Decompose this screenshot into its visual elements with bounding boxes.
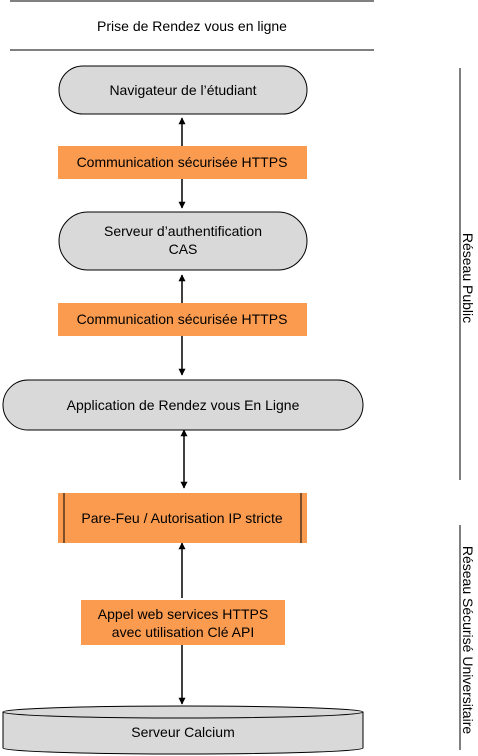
zone-public-label: Réseau Public: [460, 233, 476, 323]
node-firewall-label: Pare-Feu / Autorisation IP stricte: [81, 510, 282, 526]
label-https-1: Communication sécurisée HTTPS: [77, 154, 288, 170]
label-api-call-box: [81, 600, 285, 645]
zone-secure-label: Réseau Sécurisé Universitaire: [460, 546, 476, 735]
node-calcium-server-top: [2, 705, 364, 719]
label-api-call-1: Appel web services HTTPS: [98, 606, 268, 622]
node-cas-server-label-1: Serveur d’authentification: [104, 223, 262, 239]
node-student-browser-label: Navigateur de l’étudiant: [109, 82, 256, 98]
label-https-2-box: [58, 303, 307, 336]
node-appointment-app-label: Application de Rendez vous En Ligne: [67, 397, 300, 413]
node-calcium-server: [2, 712, 364, 755]
node-cas-server: [58, 211, 308, 271]
label-api-call-2: avec utilisation Clé API: [112, 624, 254, 640]
node-appointment-app: [2, 379, 364, 431]
label-https-2: Communication sécurisée HTTPS: [77, 311, 288, 327]
diagram-title: Prise de Rendez vous en ligne: [97, 18, 287, 34]
node-student-browser: [58, 65, 308, 115]
node-calcium-server-label: Serveur Calcium: [131, 724, 234, 740]
node-cas-server-label-2: CAS: [169, 241, 198, 257]
label-https-1-box: [58, 146, 307, 179]
node-firewall: [58, 493, 307, 543]
